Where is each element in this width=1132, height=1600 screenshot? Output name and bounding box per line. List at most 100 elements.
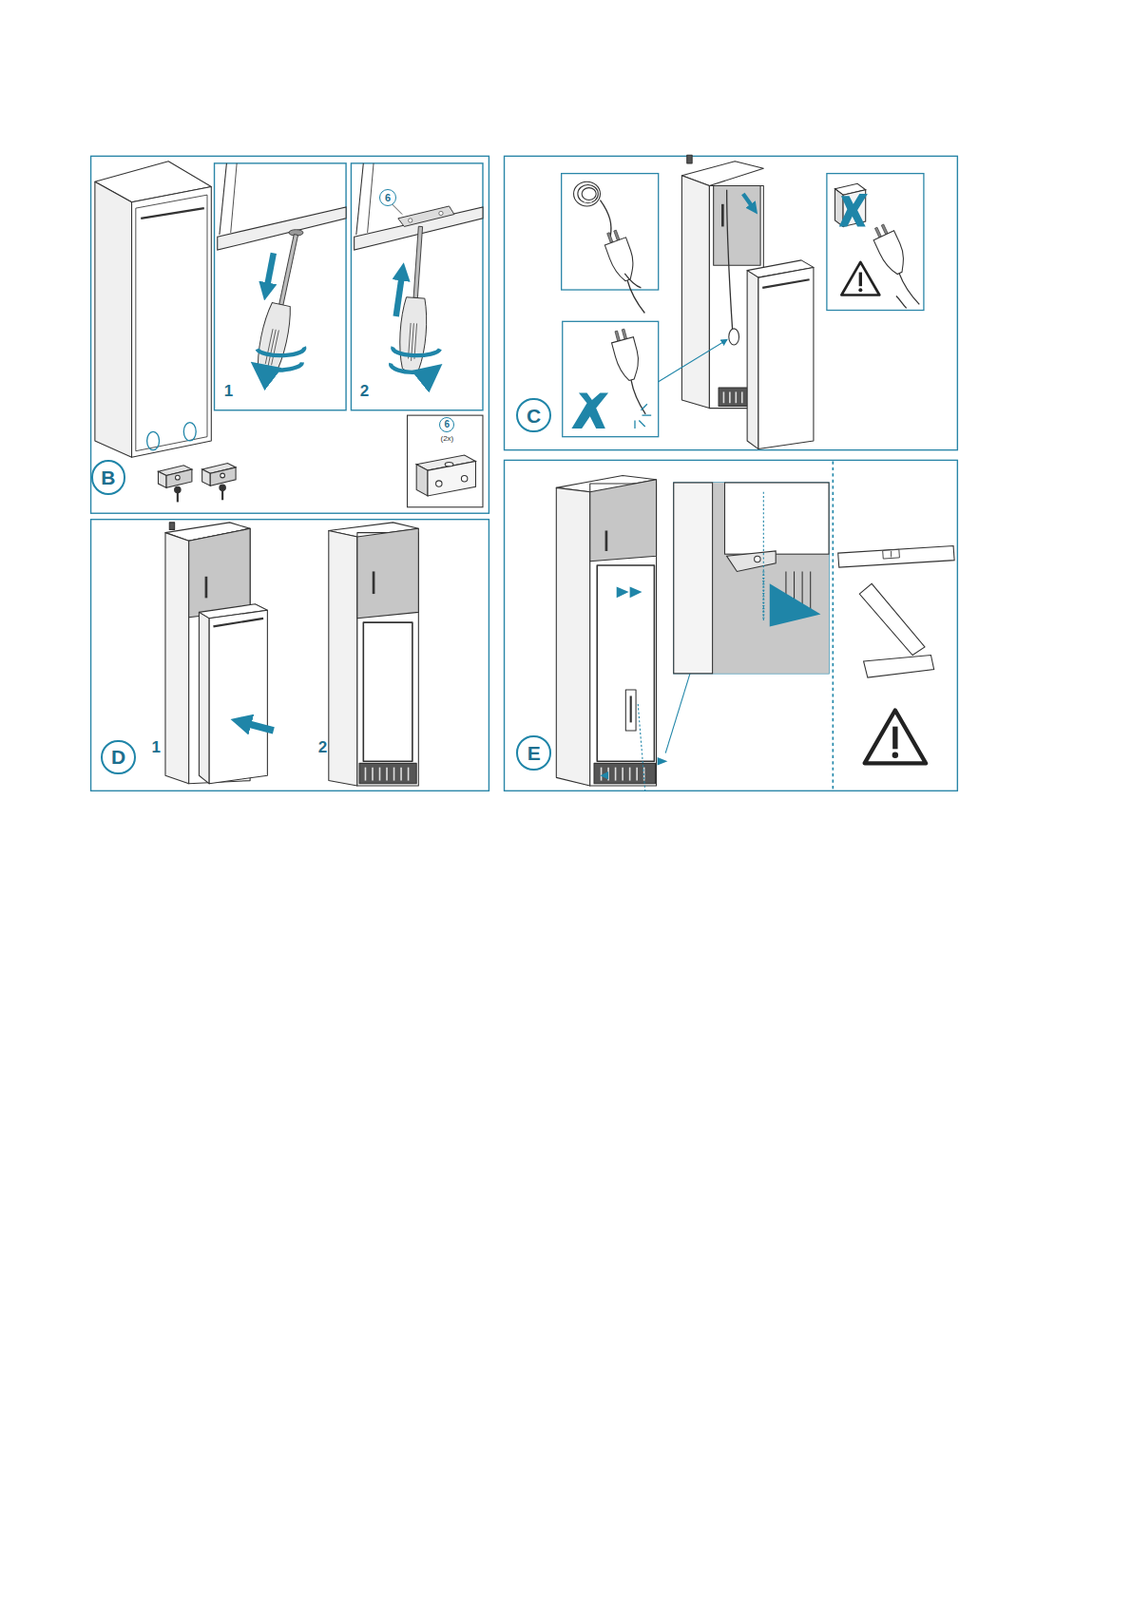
cabinet-step-2-part [379,767,382,782]
cabinet-step-2-part [400,767,403,782]
hinge-bracket-part [166,469,192,488]
bracket-inset [416,455,476,497]
bracket-inset-part [444,462,454,467]
screwdriver-step-2-part [356,163,365,235]
callout-number: 6 [444,420,451,430]
zoom-inset-part [727,551,777,572]
damaged-cable-inset-part [638,420,645,426]
plug-cable-inset-part [561,173,659,290]
fridge-drawing-part [95,181,133,458]
cabinet-step-2-part [407,767,410,782]
cabinet-drawing-part [729,391,731,403]
screwdriver-step-2-part [397,225,434,373]
hinge-bracket-part [202,469,212,486]
cabinet-alignment-part [630,587,643,599]
cabinet-drawing-part [687,154,692,164]
cabinet-alignment-part [605,530,609,551]
tools-warning-part [882,549,901,559]
zoom-inset [673,482,829,674]
cabinet-step-2-part [372,571,376,595]
cabinet-alignment [556,475,691,791]
socket-warning-inset [826,173,927,311]
screwdriver-step-2-part [392,346,441,356]
cabinet-alignment-part [556,487,590,787]
cabinet-alignment-part [621,767,624,782]
fridge-drawing-part [183,422,196,442]
cabinet-alignment-part [635,767,638,782]
fridge-drawing-part [140,208,205,219]
socket-warning-inset-part [841,262,880,296]
cabinet-drawing-part [723,391,726,403]
cabinet-step-2 [328,522,420,787]
cabinet-drawing-part [729,328,740,346]
panel-frame-part [91,519,490,792]
cabinet-step-2-part [371,767,374,782]
cabinet-step-2-part [385,767,388,782]
bracket-inset-part [436,480,442,487]
hinge-bracket-part [219,484,226,491]
fridge-drawing-part [132,187,212,459]
cabinet-alignment-part [600,767,603,782]
damaged-cable-inset-part [633,420,635,429]
tools-warning-part [863,655,935,679]
plug-cable-inset-part [624,273,641,288]
cabinet-drawing-part [713,185,761,266]
plug-cable-inset-part [577,184,598,203]
bracket-inset-part [427,460,476,497]
panel-frame-part [504,460,959,791]
cabinet-step-2-part [393,767,396,782]
bracket-inset-part [460,475,467,481]
screwdriver-step-2-part [398,206,455,227]
cabinet-alignment-part [614,767,617,782]
zoom-inset-part [724,482,829,555]
step-number: 1 [224,383,233,400]
callout-number: 6 [384,192,391,204]
screwdriver-step-2 [354,163,483,374]
cabinet-step-1-part [243,722,274,731]
cabinet-drawing-part [658,340,728,383]
cabinet-step-1-part [169,522,174,531]
cabinet-step-2-part [363,622,413,762]
plug-cable-inset [561,173,659,319]
screwdriver-step-2-part [396,273,403,317]
zoom-inset-part [673,482,713,674]
cabinet-drawing-part [741,391,744,403]
screwdriver-step-1-part [266,252,274,290]
screwdriver-step-2-part [391,204,403,215]
cabinet-drawing-part [762,279,809,288]
damaged-cable-inset-part [640,403,647,410]
cabinet-alignment-part [637,704,646,791]
bracket-inset-part [416,464,428,497]
damaged-cable-inset-part [634,403,652,429]
cabinet-step-2-part [359,763,417,784]
fridge-drawing-part [135,194,208,452]
panel-frame-part [91,155,490,514]
cabinet-alignment-part [625,690,636,731]
cabinet-drawing-part [747,270,759,450]
damaged-cable-inset [562,321,659,437]
cabinet-alignment-part [665,673,691,754]
zoom-inset-part [762,571,765,621]
socket-warning-inset-part [839,193,868,227]
screwdriver-step-1-part [219,163,228,235]
screwdriver-step-1-part [217,207,346,250]
screwdriver-step-2-part [439,211,443,215]
panel-letter: D [111,747,126,768]
fridge-drawing [95,161,212,458]
tools-warning-part [890,551,892,557]
tools-warning-part [859,583,925,655]
zoom-inset-part [809,571,811,613]
tools-warning [832,460,955,791]
cabinet-step-1-part [189,528,250,617]
panel-letter: E [516,735,552,771]
cabinet-alignment-part [599,771,609,781]
screwdriver-step-2-part [408,218,413,223]
cabinet-step-1-part [209,610,268,785]
zoom-inset-part [763,492,765,623]
panel-letter: B [91,460,127,496]
screwdriver-step-1 [217,163,346,381]
screwdriver-step-1-part [252,231,308,381]
cabinet-step-1-part [198,612,210,784]
panel-letter: C [526,405,541,426]
